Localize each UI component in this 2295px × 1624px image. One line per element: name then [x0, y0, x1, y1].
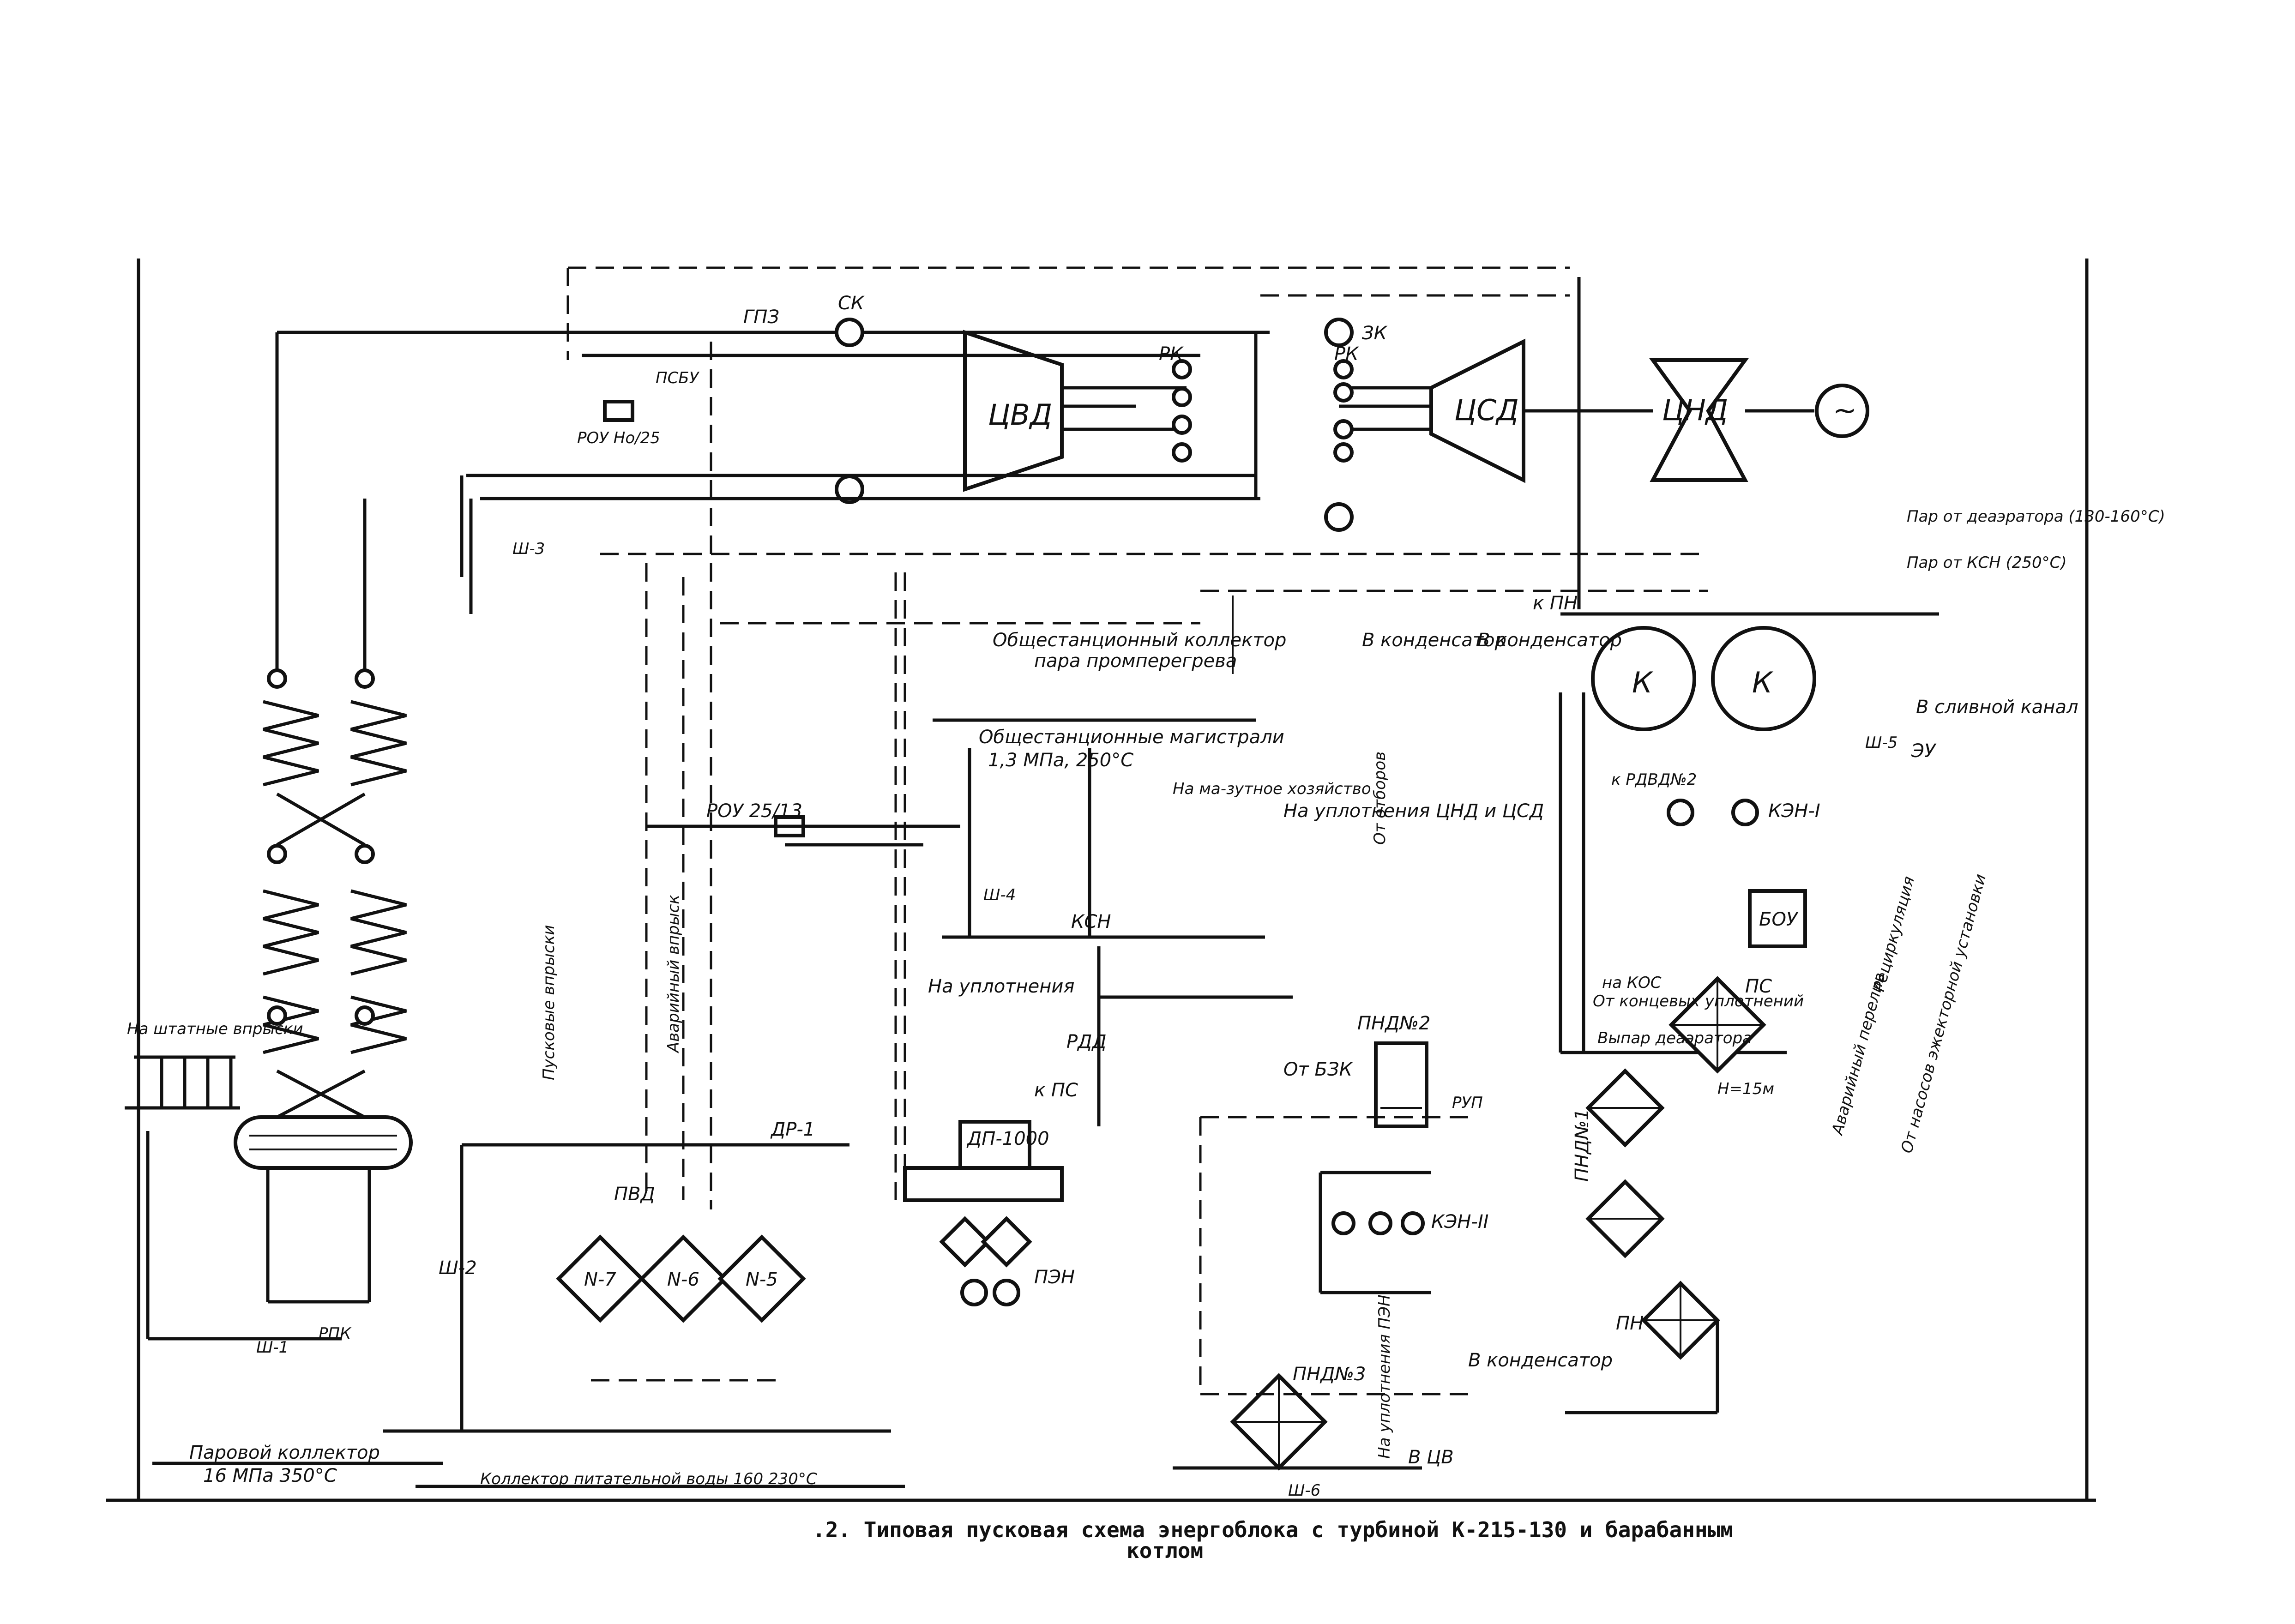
gpz-label: ГПЗ: [743, 307, 779, 328]
cnd-label: ЦНД: [1662, 393, 1728, 427]
shu4-label: Ш-4: [983, 886, 1016, 904]
condenser1-label: К: [1632, 666, 1654, 699]
feed-collector-label: Коллектор питательной воды 160 230°С: [480, 1470, 817, 1488]
kpn-label: к ПН: [1533, 593, 1578, 614]
cvd-label: ЦВД: [988, 398, 1052, 432]
ken2-pumps: КЭН-II: [1319, 1171, 1488, 1294]
boiler: [146, 331, 1270, 1341]
pvd5-label: N-5: [746, 1269, 778, 1290]
pnd3-label: ПНД№3: [1293, 1364, 1366, 1385]
rup-label: РУП: [1452, 1094, 1483, 1112]
to-cv-label: В ЦВ: [1408, 1447, 1454, 1468]
pnd2-heater: ПНД№2 От БЗК РУП: [1283, 1013, 1483, 1128]
psbu-label: ПСБУ: [656, 369, 700, 387]
ps-heater: ПС на КОС От концевых уплотнений Выпар д…: [1593, 974, 1804, 1074]
collector-reheat-2: пара промперегрева: [1034, 650, 1237, 672]
steam-collector-1: Паровой коллектор: [189, 1442, 380, 1463]
pvd7-label: N-7: [584, 1269, 616, 1290]
mains-label-1: Общестанционные магистрали: [979, 727, 1284, 748]
shu1-label: Ш-1: [256, 1338, 289, 1357]
pen-pumps: ПЭН: [939, 1216, 1075, 1306]
ken2-label: КЭН-II: [1431, 1211, 1488, 1233]
ksn-header: КСН Ш-4: [942, 748, 1265, 939]
rou-mid-label: РОУ 25/13: [706, 800, 802, 822]
diagram-frame: [106, 259, 2096, 1502]
mains-label-2: 1,3 МПа, 250°С: [988, 750, 1133, 771]
rou-psbu-group: РОУ Но/25 ПСБУ РОУ 25/13: [577, 369, 960, 847]
generator-symbol: ~: [1833, 393, 1857, 427]
bou-label: БОУ: [1759, 909, 1799, 930]
ken1-pumps: КЭН-I к РДВД№2: [1611, 770, 1820, 826]
h15-label: H=15м: [1717, 1080, 1774, 1098]
to-fuel-label: На ма-зутное хозяйство: [1173, 780, 1371, 798]
from-ksn-label: Пар от КСН (250°С): [1907, 553, 2067, 572]
rpk-label: РПК: [319, 1324, 352, 1343]
top-piping: [460, 266, 1708, 1209]
pvd-heaters: N-7 N-6 N-5 ПВД: [460, 1143, 849, 1431]
rdd-label: РДД: [1066, 1031, 1107, 1053]
pen-label: ПЭН: [1034, 1267, 1075, 1288]
stop-valves: СК ЗК ГПЗ: [743, 293, 1388, 532]
pnd1-heater: ПНД№1: [1572, 1068, 1665, 1258]
from-bzk-label: От БЗК: [1283, 1059, 1353, 1080]
pn-label: ПН: [1616, 1313, 1644, 1334]
eu-label: ЭУ: [1911, 740, 1937, 762]
emergency-spray-label: Аварийный впрыск: [664, 895, 683, 1053]
dr1-label: ДР-1: [770, 1119, 815, 1140]
to-condenser-label-1: В конденсатор: [1362, 630, 1506, 651]
condensers: К К: [1559, 612, 1939, 1054]
to-drain-label: В сливной канал: [1916, 697, 2078, 718]
sk-label: СК: [838, 293, 865, 314]
csd-label: ЦСД: [1454, 393, 1519, 427]
shu6-label: Ш-6: [1288, 1481, 1320, 1500]
pnd1-label: ПНД№1: [1572, 1109, 1593, 1182]
rou-top-label: РОУ Но/25: [577, 429, 660, 447]
to-condenser-label-3: В конденсатор: [1468, 1350, 1613, 1371]
deaerator: ДП-1000 к ПС РДД На уплотнения ДР-1: [770, 946, 1293, 1202]
zk-label: ЗК: [1362, 323, 1388, 344]
rdvd2-label: к РДВД№2: [1611, 770, 1697, 789]
pvd6-label: N-6: [667, 1269, 699, 1290]
to-ps-label: к ПС: [1034, 1080, 1078, 1101]
deaerator-exhaust-label: Выпар деаэратора: [1597, 1029, 1752, 1047]
startup-spray-label: Пусковые впрыски: [540, 925, 558, 1080]
turbine-cnd: ЦНД ~: [1524, 358, 1869, 482]
from-ejectors-label: От насосов эжекторной установки: [1897, 872, 1990, 1155]
turbine-csd: ЦСД РК: [1333, 338, 1525, 483]
to-seals-cnd-label: На уплотнения ЦНД и ЦСД: [1283, 800, 1544, 822]
emergency-drain-label: Аварийный перелив: [1828, 971, 1890, 1137]
to-seals-label: На уплотнения: [928, 976, 1074, 997]
pn-heater: ПН: [1565, 1281, 1720, 1414]
shu2-label: Ш-2: [439, 1257, 477, 1279]
caption-line2: котлом: [1126, 1538, 1203, 1563]
label-to-boiler-spray: На штатные впрыски: [127, 1020, 303, 1038]
ken1-label: КЭН-I: [1768, 800, 1820, 822]
to-kos-label: на КОС: [1602, 974, 1662, 992]
steam-collector-2: 16 МПа 350°С: [203, 1465, 337, 1486]
condenser2-label: К: [1752, 666, 1774, 699]
to-seals-pen-label: На уплотнения ПЭН: [1375, 1294, 1394, 1459]
collector-reheat-1: Общестанционный коллектор: [993, 630, 1286, 651]
drain-out-label: От отборов: [1371, 752, 1389, 845]
pnd2-label: ПНД№2: [1357, 1013, 1430, 1034]
bottom-collectors: Паровой коллектор 16 МПа 350°С Коллектор…: [152, 1429, 1454, 1500]
pvd-label: ПВД: [614, 1184, 655, 1205]
recirc-label: Рециркуляция: [1870, 874, 1918, 993]
from-end-seals-label: От концевых уплотнений: [1593, 992, 1804, 1010]
from-deaerator-label: Пар от деаэратора (130-160°С): [1907, 507, 2165, 526]
pnd3-heater: ПНД№3: [1199, 1116, 1468, 1471]
caption-line1: .2. Типовая пусковая схема энергоблока с…: [813, 1517, 1733, 1542]
to-condenser-label-2: В конденсатор: [1477, 630, 1622, 651]
shu5-label: Ш-5: [1865, 734, 1897, 752]
shu3-label: Ш-3: [512, 540, 545, 558]
bou-box: [1748, 889, 1807, 948]
deaerator-label: ДП-1000: [966, 1128, 1049, 1149]
spray-manifold: На штатные впрыски: [125, 1020, 303, 1110]
ps-label: ПС: [1745, 976, 1772, 997]
